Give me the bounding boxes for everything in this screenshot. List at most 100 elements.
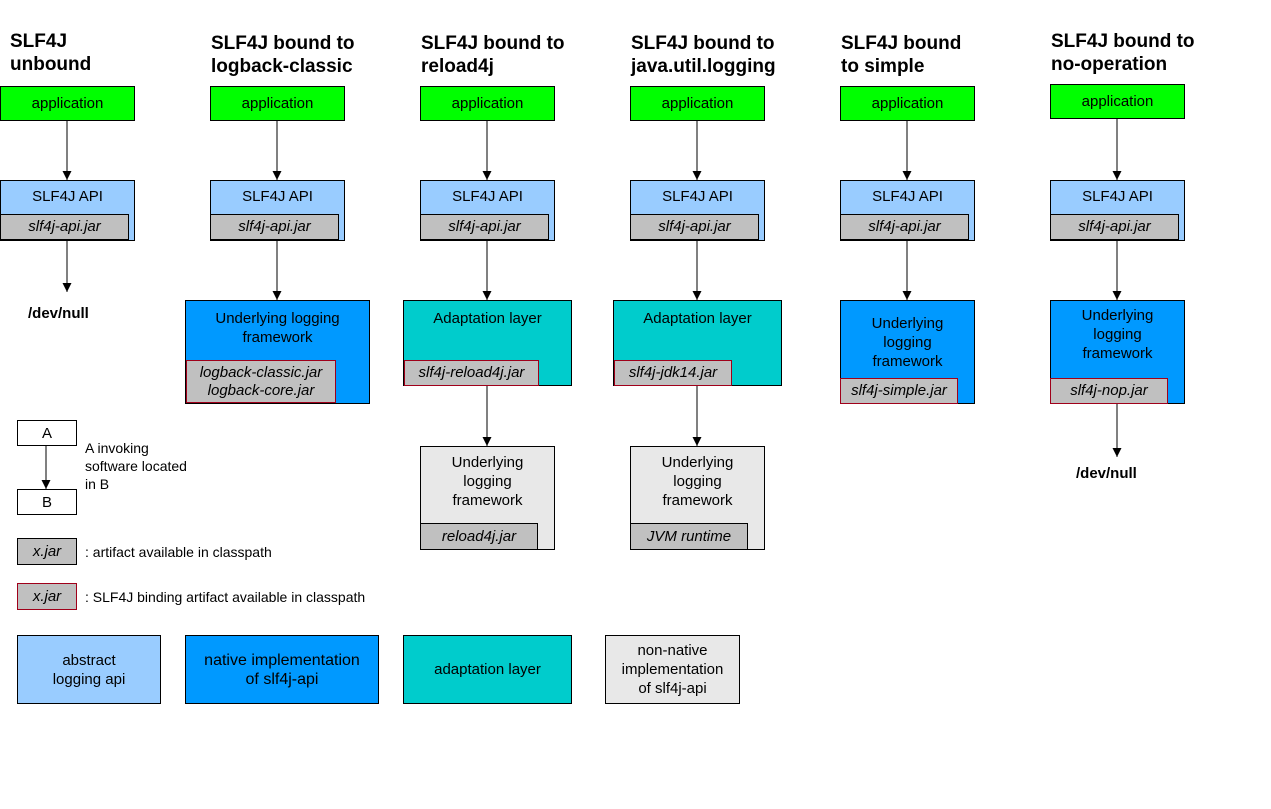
slf4j-api-label: SLF4J API	[452, 188, 523, 205]
slf4j-api-label: SLF4J API	[242, 188, 313, 205]
framework-label-line: framework	[872, 353, 943, 370]
application-box: application	[630, 86, 765, 121]
column-title-simple: SLF4J bound to simple	[841, 32, 961, 78]
legend-binding-sample: x.jar	[17, 583, 77, 610]
slf4j-api-label: SLF4J API	[662, 188, 733, 205]
legend-non-native-impl: non-native implementation of slf4j-api	[605, 635, 740, 704]
framework-label-line: Underlying	[661, 454, 734, 471]
legend-abstract-api: abstract logging api	[17, 635, 161, 704]
column-title-unbound: SLF4J unbound	[10, 30, 91, 76]
slf4j-api-box: SLF4J API slf4j-api.jar	[1050, 180, 1185, 241]
underlying-framework-box: Underlying logging framework slf4j-simpl…	[840, 300, 975, 404]
slf4j-api-box: SLF4J API slf4j-api.jar	[210, 180, 345, 241]
framework-label-line: framework	[662, 492, 733, 509]
adaptation-layer-box: Adaptation layer slf4j-jdk14.jar	[613, 300, 782, 386]
adaptation-label: Adaptation layer	[643, 310, 752, 327]
application-label: application	[451, 95, 524, 112]
legend-invoke-line: software located	[85, 458, 187, 474]
title-line: to simple	[841, 56, 925, 77]
jar-line: logback-core.jar	[207, 382, 315, 399]
dev-null-target: /dev/null	[28, 305, 89, 322]
title-line: no-operation	[1051, 54, 1168, 75]
legend-invoke-text: A invoking software located in B	[85, 439, 187, 493]
application-box: application	[840, 86, 975, 121]
underlying-framework-box: Underlying logging framework logback-cla…	[185, 300, 370, 404]
legend-key-line: logging api	[52, 670, 126, 688]
title-line: java.util.logging	[631, 56, 776, 77]
framework-label-line: logging	[1093, 326, 1142, 343]
framework-label-line: logging	[883, 334, 932, 351]
title-line: reload4j	[421, 56, 494, 77]
application-label: application	[1081, 93, 1154, 110]
slf4j-api-box: SLF4J API slf4j-api.jar	[630, 180, 765, 241]
reload4j-jar: reload4j.jar	[420, 523, 538, 550]
framework-label-line: framework	[1082, 345, 1153, 362]
application-box: application	[1050, 84, 1185, 119]
legend-key-line: of slf4j-api	[638, 680, 707, 697]
application-label: application	[661, 95, 734, 112]
slf4j-api-box: SLF4J API slf4j-api.jar	[840, 180, 975, 241]
title-line: SLF4J bound to	[421, 33, 565, 54]
underlying-framework-box: Underlying logging framework JVM runtime	[630, 446, 765, 550]
legend-invoke-line: in B	[85, 476, 110, 492]
slf4j-api-jar: slf4j-api.jar	[420, 214, 549, 240]
legend-key-line: non-native	[637, 642, 708, 659]
framework-label-line: Underlying	[871, 315, 944, 332]
slf4j-simple-jar: slf4j-simple.jar	[840, 378, 958, 404]
slf4j-api-jar: slf4j-api.jar	[1050, 214, 1179, 240]
legend-box-b: B	[17, 489, 77, 515]
legend-binding-text: : SLF4J binding artifact available in cl…	[85, 589, 366, 605]
legend-jar-text: : artifact available in classpath	[85, 544, 272, 560]
legend-adaptation-layer: adaptation layer	[403, 635, 572, 704]
legend-key-line: of slf4j-api	[245, 670, 319, 688]
application-box: application	[420, 86, 555, 121]
framework-label-line: Underlying	[1081, 307, 1154, 324]
legend-jar-sample: x.jar	[17, 538, 77, 565]
framework-label-line: logging	[673, 473, 722, 490]
adaptation-layer-box: Adaptation layer slf4j-reload4j.jar	[403, 300, 572, 386]
slf4j-api-box: SLF4J API slf4j-api.jar	[0, 180, 135, 241]
slf4j-jdk14-jar: slf4j-jdk14.jar	[614, 360, 732, 386]
legend-key-line: native implementation	[204, 651, 360, 669]
title-line: SLF4J bound to	[211, 33, 355, 54]
legend-key-line: abstract	[62, 651, 116, 669]
title-line: unbound	[10, 54, 92, 75]
title-line: SLF4J bound to	[631, 33, 775, 54]
legend-invoke-line: A invoking	[85, 440, 149, 456]
legend-native-impl: native implementation of slf4j-api	[185, 635, 379, 704]
application-label: application	[241, 95, 314, 112]
slf4j-api-label: SLF4J API	[32, 188, 103, 205]
jvm-runtime-jar: JVM runtime	[630, 523, 748, 550]
slf4j-reload4j-jar: slf4j-reload4j.jar	[404, 360, 539, 386]
logback-jars: logback-classic.jar logback-core.jar	[186, 360, 336, 403]
slf4j-api-jar: slf4j-api.jar	[210, 214, 339, 240]
legend-key-line: adaptation layer	[434, 661, 541, 678]
framework-label-line: logging	[463, 473, 512, 490]
column-title-nop: SLF4J bound to no-operation	[1051, 30, 1195, 76]
framework-label-line: Underlying	[451, 454, 524, 471]
framework-label-line: framework	[452, 492, 523, 509]
slf4j-nop-jar: slf4j-nop.jar	[1050, 378, 1168, 404]
title-line: SLF4J bound	[841, 33, 962, 54]
title-line: logback-classic	[211, 56, 353, 77]
underlying-framework-box: Underlying logging framework slf4j-nop.j…	[1050, 300, 1185, 404]
title-line: SLF4J bound to	[1051, 31, 1195, 52]
slf4j-api-label: SLF4J API	[1082, 188, 1153, 205]
column-title-reload4j: SLF4J bound to reload4j	[421, 32, 565, 78]
jar-line: logback-classic.jar	[199, 364, 323, 381]
column-title-logback: SLF4J bound to logback-classic	[211, 32, 355, 78]
slf4j-api-jar: slf4j-api.jar	[630, 214, 759, 240]
legend-box-a: A	[17, 420, 77, 446]
slf4j-api-jar: slf4j-api.jar	[840, 214, 969, 240]
legend-key-line: implementation	[621, 661, 724, 678]
application-label: application	[31, 95, 104, 112]
legend-box-b-label: B	[41, 494, 52, 511]
framework-label-line: framework	[242, 329, 313, 346]
dev-null-target: /dev/null	[1076, 465, 1137, 482]
column-title-jul: SLF4J bound to java.util.logging	[631, 32, 776, 78]
title-line: SLF4J	[10, 31, 68, 52]
slf4j-api-label: SLF4J API	[872, 188, 943, 205]
adaptation-label: Adaptation layer	[433, 310, 542, 327]
